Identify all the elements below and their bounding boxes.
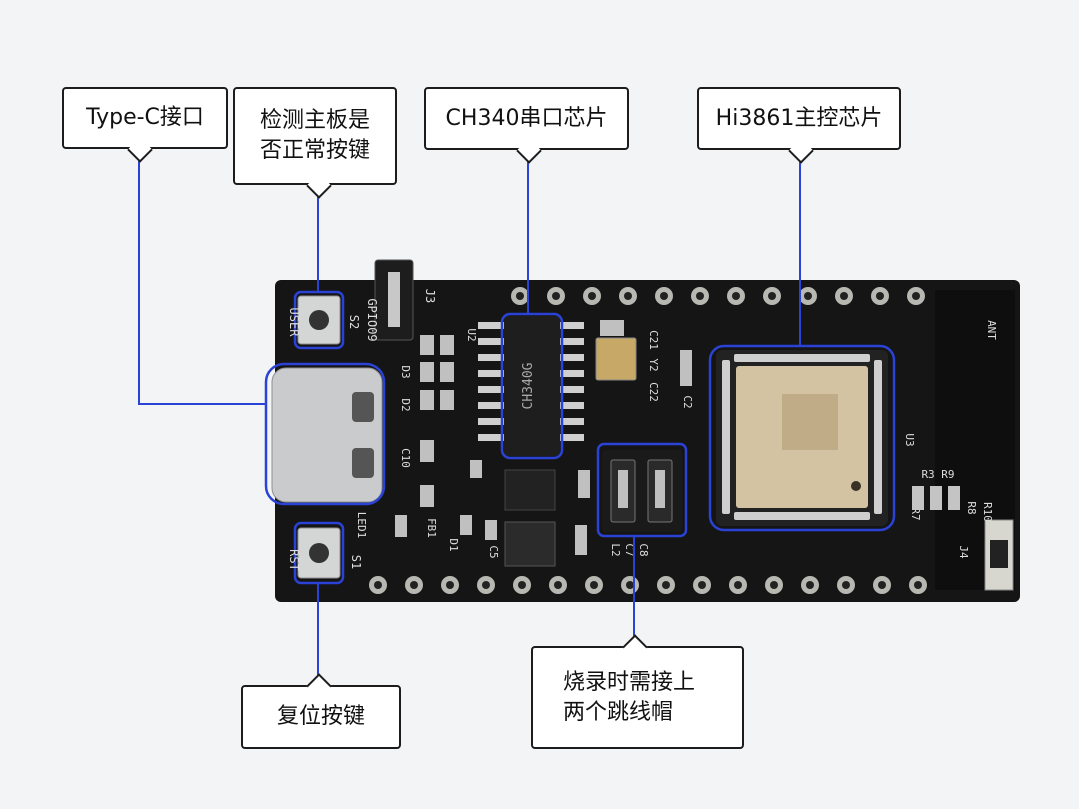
callout-hi3861-text: Hi3861主控芯片 — [715, 105, 883, 131]
label-s1: S1 — [349, 555, 363, 569]
regulator — [504, 469, 556, 511]
chip-marking: CH340G — [521, 362, 536, 409]
callout-user-button-text: 检测主板是 否正常按键 — [259, 108, 370, 163]
label-c8: C8 — [637, 543, 650, 556]
label-ant: ANT — [985, 320, 998, 340]
label-d3: D3 — [399, 365, 412, 378]
label-user: USER — [287, 308, 301, 338]
callout-typec: Type-C接口 — [62, 87, 228, 149]
callout-typec-text: Type-C接口 — [86, 105, 204, 130]
label-u2: U2 — [465, 328, 478, 341]
ch340-chip — [504, 316, 560, 456]
label-d1: D1 — [447, 538, 460, 551]
label-s2: S2 — [347, 315, 361, 329]
callout-ch340-text: CH340串口芯片 — [445, 105, 608, 131]
typec-highlight — [264, 362, 386, 506]
jumper-highlight — [596, 442, 688, 538]
inductor — [504, 521, 556, 567]
callout-user-button: 检测主板是 否正常按键 — [233, 87, 397, 185]
label-c7: C7 — [623, 543, 636, 556]
label-c10: C10 — [399, 448, 412, 468]
hi3861-highlight — [708, 344, 896, 532]
label-j4: J4 — [957, 545, 970, 559]
label-r7: R7 — [909, 507, 922, 520]
hi3861-pads — [722, 354, 882, 520]
label-y2: Y2 — [647, 358, 660, 371]
passive-components — [395, 320, 692, 555]
label-led1: LED1 — [355, 512, 368, 539]
top-pin-header — [511, 287, 925, 305]
label-d2: D2 — [399, 398, 412, 411]
ch340-pins — [478, 322, 584, 441]
label-r10: R10 — [981, 502, 994, 522]
callout-jumper-text: 烧录时需接上 两个跳线帽 — [563, 669, 696, 725]
ch340-highlight — [500, 312, 564, 460]
label-c22: C22 — [647, 382, 660, 402]
crystal-y2 — [595, 337, 637, 381]
label-r3r9: R3 R9 — [921, 468, 954, 481]
label-c2: C2 — [681, 395, 694, 408]
label-c5: C5 — [487, 545, 500, 558]
label-j3: J3 — [423, 289, 437, 303]
label-gpio: GPIO09 — [365, 298, 379, 341]
label-r8: R8 — [965, 501, 978, 514]
callout-jumper: 烧录时需接上 两个跳线帽 — [531, 646, 744, 749]
label-u3: U3 — [903, 433, 916, 446]
leader-typec — [138, 160, 266, 405]
bottom-pin-header — [369, 576, 927, 594]
usb-typec-connector — [271, 367, 383, 503]
label-c21: C21 — [647, 330, 660, 350]
label-l2: L2 — [609, 543, 622, 556]
module-qr-code — [782, 394, 838, 450]
label-rst: RST — [287, 549, 301, 571]
label-fb1: FB1 — [425, 518, 438, 538]
leader-lines — [138, 152, 801, 686]
callout-reset-button-text: 复位按键 — [276, 704, 365, 729]
